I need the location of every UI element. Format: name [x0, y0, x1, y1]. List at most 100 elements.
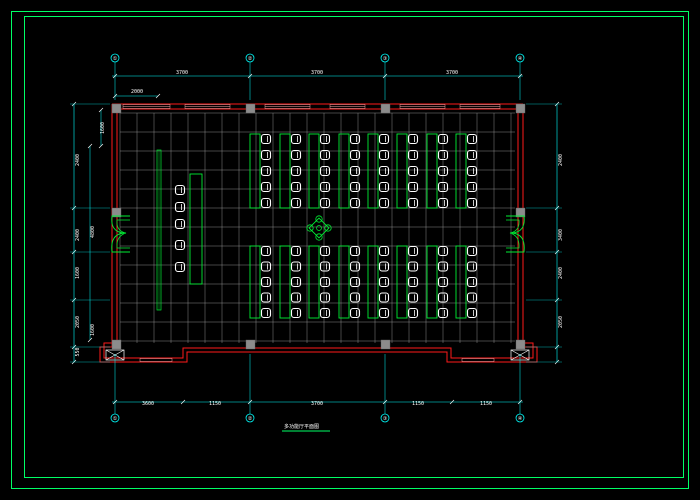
chair-seat	[349, 181, 361, 193]
chair-seat	[378, 261, 390, 272]
chair-icon	[466, 197, 478, 209]
dim-text: 2400	[558, 154, 564, 166]
plant-center	[316, 225, 322, 231]
chair-seat	[466, 133, 478, 145]
chair-seat	[407, 276, 419, 288]
chair-seat	[319, 165, 331, 177]
axis-label: ④	[518, 416, 523, 422]
chair-seat	[290, 165, 302, 177]
dim-text: 2000	[131, 89, 143, 95]
chair-seat	[466, 165, 478, 177]
dim-text: 3600	[142, 401, 154, 407]
chair-icon	[407, 245, 419, 257]
chair-icon	[378, 307, 390, 319]
chair-icon	[319, 181, 331, 193]
chair-seat	[260, 165, 272, 177]
dim-text: 3700	[311, 401, 323, 407]
chair-icon	[466, 181, 478, 193]
chair-icon	[466, 149, 478, 161]
chair-seat	[319, 149, 331, 161]
chair-seat	[378, 165, 390, 177]
chair-seat	[407, 197, 419, 209]
dim-text: 1150	[209, 401, 221, 407]
chair-icon	[319, 307, 331, 319]
chair-icon	[407, 292, 419, 303]
chair-seat	[466, 149, 478, 161]
drawing-title-text: 多功能厅平面图	[284, 423, 319, 430]
chair-seat	[378, 245, 390, 257]
axis-label: ②	[248, 416, 253, 422]
chair-seat	[260, 197, 272, 209]
dim-text: 1600	[100, 122, 106, 134]
dim-tick	[247, 399, 253, 405]
chair-seat	[378, 292, 390, 303]
chair-icon	[319, 276, 331, 288]
axis-label: ①	[113, 416, 118, 422]
dim-text: 3700	[311, 70, 323, 76]
window	[139, 358, 173, 362]
chair-icon	[174, 261, 186, 273]
axis-bubble-icon: ③	[380, 53, 390, 63]
chair-seat	[437, 181, 449, 193]
chair-seat	[174, 239, 186, 251]
chair-icon	[349, 181, 361, 193]
desk	[455, 133, 467, 209]
chair-seat	[466, 276, 478, 288]
wall-bottom-outer	[99, 346, 538, 363]
chair-seat	[407, 261, 419, 272]
chair-seat	[260, 245, 272, 257]
bay-outline	[506, 215, 525, 253]
chair-seat	[437, 307, 449, 319]
axis-label: ①	[113, 56, 118, 62]
axis-bubble-icon: ④	[515, 53, 525, 63]
chair-seat	[319, 133, 331, 145]
chair-seat	[378, 181, 390, 193]
chair-icon	[437, 292, 449, 303]
chair-seat	[349, 149, 361, 161]
chair-seat	[437, 197, 449, 209]
axis-bubble-icon: ③	[380, 413, 390, 423]
chair-icon	[349, 292, 361, 303]
desk	[338, 245, 350, 319]
chair-seat	[466, 181, 478, 193]
chair-icon	[174, 218, 186, 230]
chair-icon	[378, 276, 390, 288]
chair-seat	[349, 292, 361, 303]
outer-frame	[11, 11, 689, 489]
chair-icon	[174, 184, 186, 196]
window	[461, 358, 495, 362]
chair-seat	[466, 245, 478, 257]
chair-seat	[174, 261, 186, 273]
dim-tick	[98, 143, 104, 149]
chair-icon	[437, 181, 449, 193]
column-icon	[111, 339, 122, 350]
chair-icon	[319, 245, 331, 257]
chair-seat	[260, 261, 272, 272]
dim-tick	[449, 399, 455, 405]
chair-icon	[290, 261, 302, 272]
desk	[308, 245, 320, 319]
chair-icon	[378, 133, 390, 145]
desk	[426, 245, 438, 319]
dim-tick	[180, 399, 186, 405]
chair-seat	[319, 181, 331, 193]
chair-seat	[174, 201, 186, 213]
column-icon	[515, 103, 526, 114]
column-icon	[111, 207, 122, 218]
chair-icon	[407, 181, 419, 193]
desk	[279, 245, 291, 319]
chair-seat	[174, 218, 186, 230]
chair-seat	[349, 307, 361, 319]
chair-icon	[319, 292, 331, 303]
chair-icon	[174, 201, 186, 213]
dim-text: 1600	[90, 324, 96, 336]
column-icon	[111, 103, 122, 114]
plant-pot	[306, 224, 314, 232]
chair-icon	[290, 292, 302, 303]
chair-icon	[290, 307, 302, 319]
chair-icon	[378, 261, 390, 272]
dim-tick	[98, 107, 104, 113]
chair-seat	[466, 261, 478, 272]
inner-frame	[24, 16, 684, 478]
axis-label: ③	[383, 56, 388, 62]
